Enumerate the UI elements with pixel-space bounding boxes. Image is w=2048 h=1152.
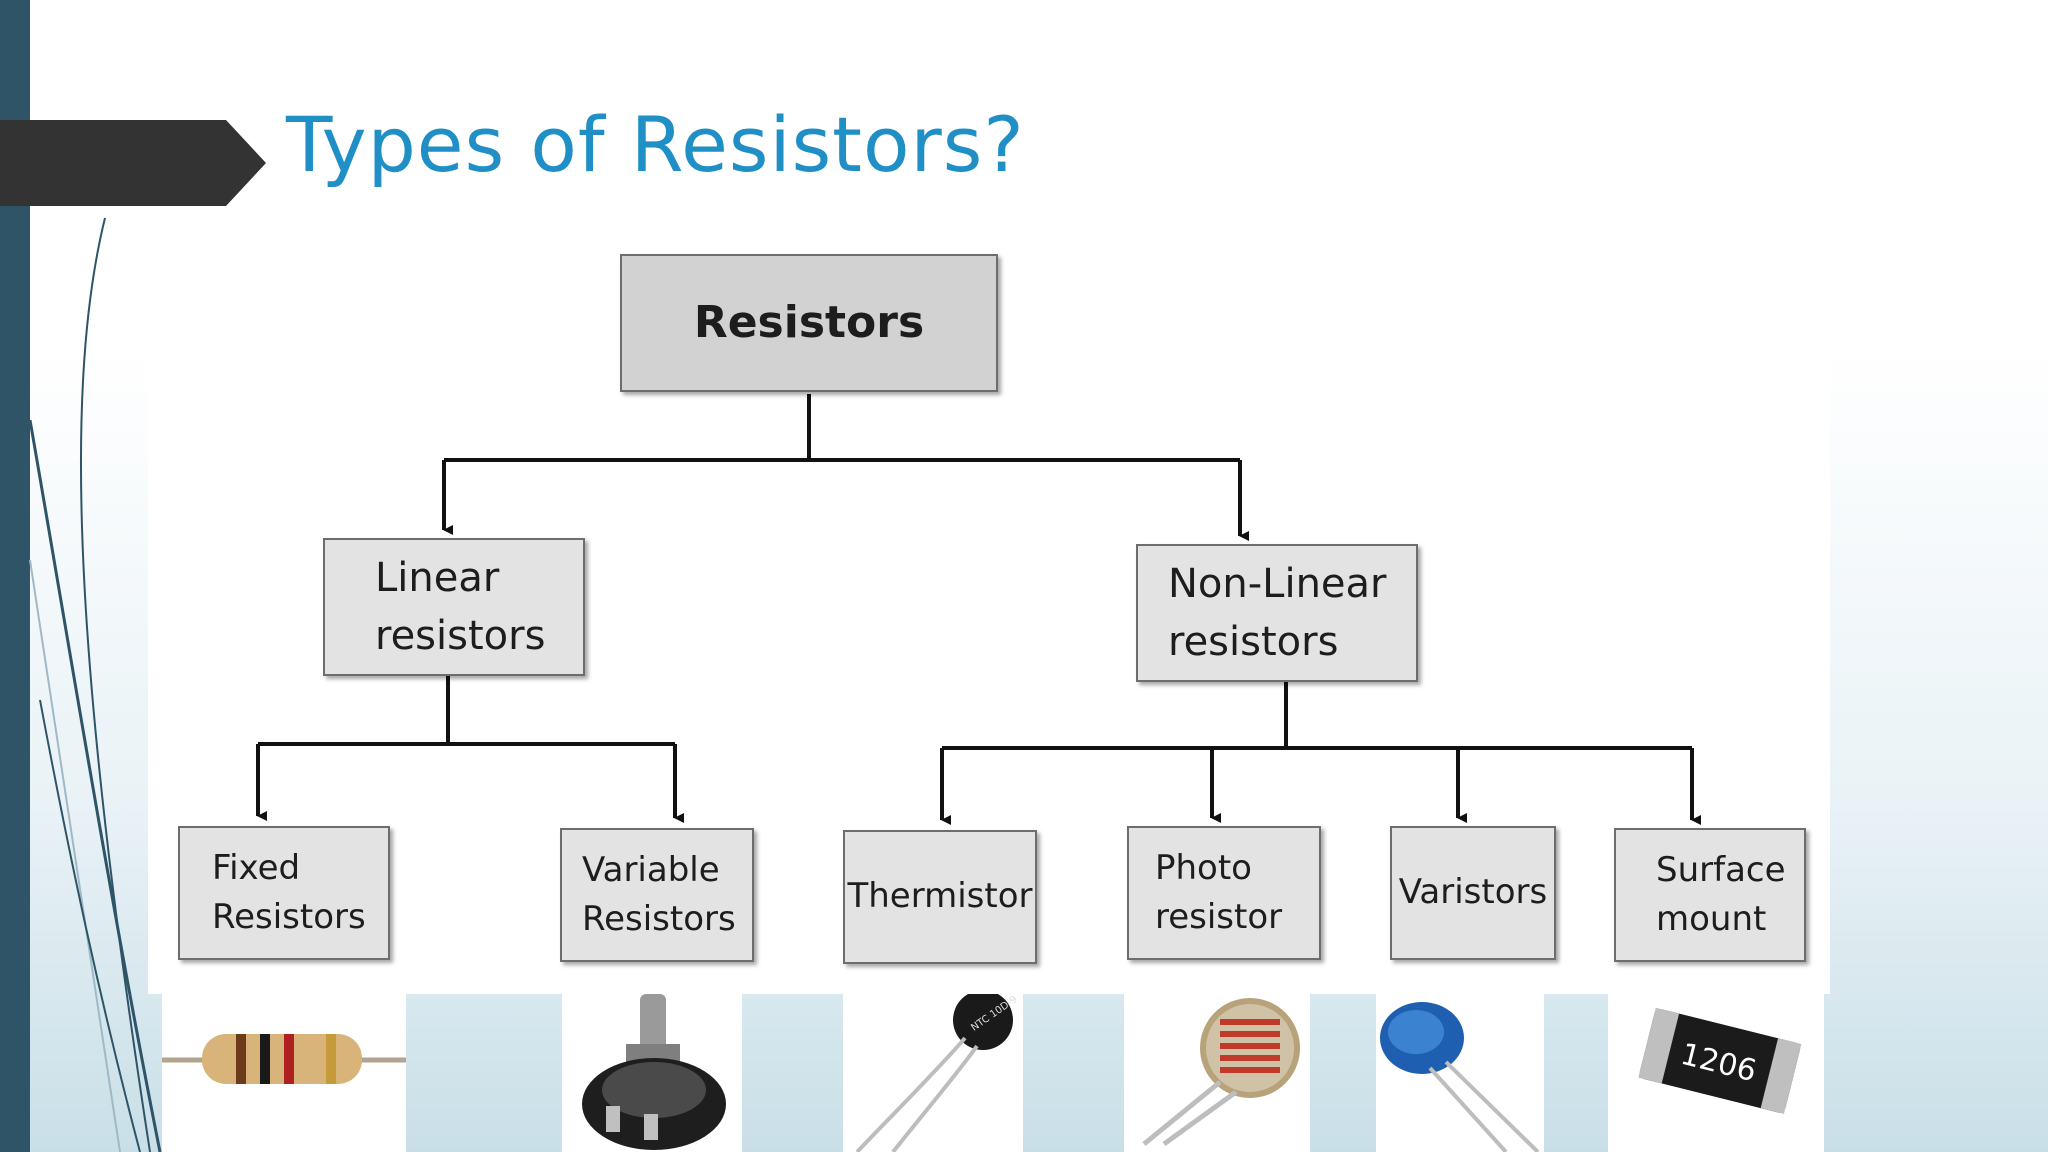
decorative-curves (28, 217, 162, 1152)
leaf-fixed-resistors: Fixed Resistors (178, 826, 390, 960)
potentiometer-photo (562, 994, 742, 1152)
smd-resistor-photo: 1206 (1608, 994, 1824, 1152)
photoresistor-photo (1124, 994, 1310, 1152)
root-node-resistors: Resistors (620, 254, 998, 392)
leaf-label: Thermistor (847, 876, 1033, 917)
leaf-varistors: Varistors (1390, 826, 1556, 960)
leaf-label: Photo resistor (1155, 847, 1283, 937)
leaf-label: Fixed Resistors (212, 847, 366, 937)
leaf-label: Variable Resistors (582, 849, 736, 939)
node-label: Linear resistors (375, 555, 546, 659)
thermistor-photo: NTC 10D-9 (843, 994, 1023, 1152)
node-non-linear-resistors: Non-Linear resistors (1136, 544, 1418, 682)
leaf-photo-resistor: Photo resistor (1127, 826, 1321, 960)
title-arrow-tag (0, 120, 266, 206)
varistor-photo (1376, 994, 1544, 1152)
leaf-variable-resistors: Variable Resistors (560, 828, 754, 962)
fixed-resistor-photo (162, 994, 406, 1152)
node-linear-resistors: Linear resistors (323, 538, 585, 676)
slide-title: Types of Resistors? (286, 100, 1025, 189)
node-label: Non-Linear resistors (1168, 561, 1387, 665)
leaf-surface-mount: Surface mount (1614, 828, 1806, 962)
leaf-label: Varistors (1398, 872, 1548, 913)
root-label: Resistors (693, 297, 925, 349)
leaf-thermistor: Thermistor (843, 830, 1037, 964)
leaf-label: Surface mount (1656, 849, 1786, 939)
